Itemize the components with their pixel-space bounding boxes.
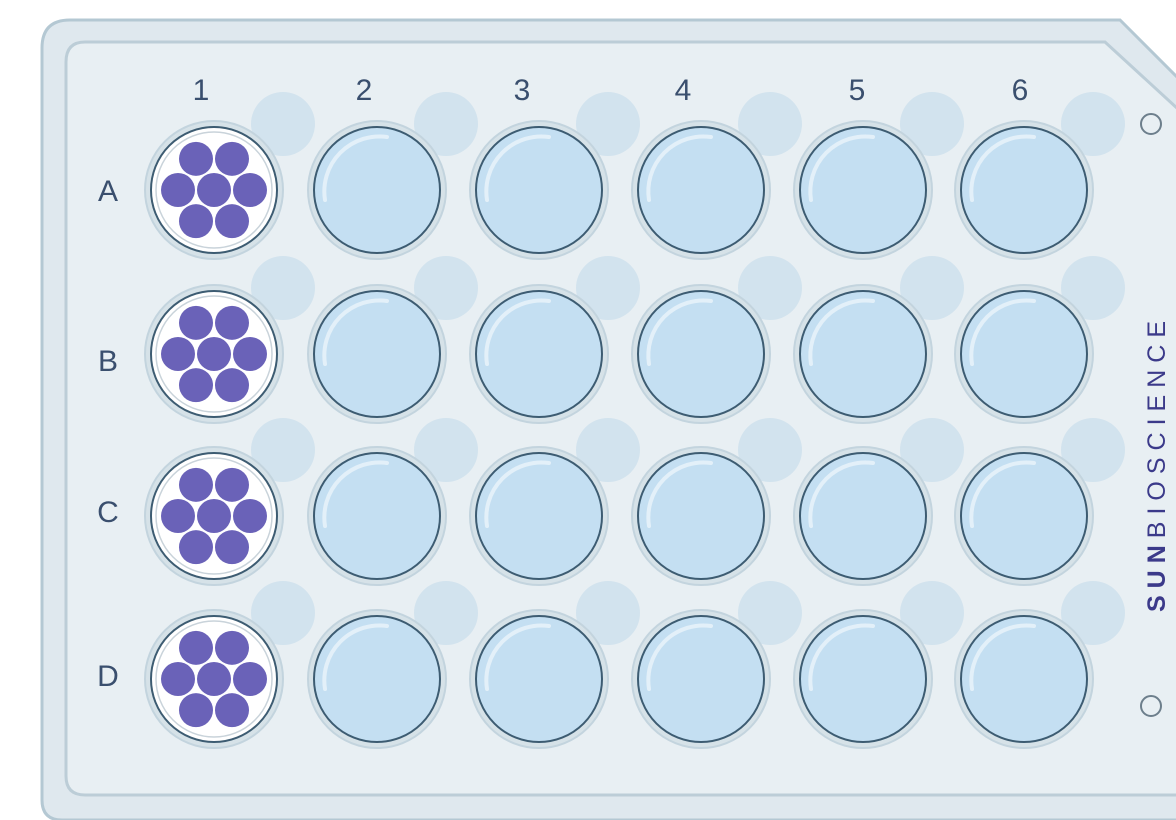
well-c1-insert-5 <box>179 468 213 502</box>
well-a3-liquid <box>476 127 602 253</box>
well-b1-insert-7 <box>179 368 213 402</box>
well-d3-liquid <box>476 616 602 742</box>
well-a1-insert-4 <box>215 142 249 176</box>
well-a6-liquid <box>961 127 1087 253</box>
well-d1-insert-1 <box>197 662 231 696</box>
well-a1-insert-7 <box>179 204 213 238</box>
well-c2-liquid <box>314 453 440 579</box>
well-c6[interactable] <box>955 447 1093 585</box>
column-label-5: 5 <box>849 74 866 107</box>
well-c1[interactable] <box>145 447 283 585</box>
well-a3[interactable] <box>470 121 608 259</box>
well-d1-insert-2 <box>233 662 267 696</box>
well-b4[interactable] <box>632 285 770 423</box>
well-b1-insert-6 <box>215 368 249 402</box>
well-d1-insert-7 <box>179 693 213 727</box>
well-a2-liquid <box>314 127 440 253</box>
column-label-3: 3 <box>514 74 531 107</box>
well-b2[interactable] <box>308 285 446 423</box>
well-b1-insert-1 <box>197 337 231 371</box>
row-label-d: D <box>97 660 119 693</box>
well-a5[interactable] <box>794 121 932 259</box>
well-d1[interactable] <box>145 610 283 748</box>
well-d1-insert-5 <box>179 631 213 665</box>
column-label-6: 6 <box>1012 74 1029 107</box>
well-b2-liquid <box>314 291 440 417</box>
well-a1[interactable] <box>145 121 283 259</box>
well-d5-liquid <box>800 616 926 742</box>
column-label-1: 1 <box>193 74 210 107</box>
well-b1[interactable] <box>145 285 283 423</box>
well-c4-liquid <box>638 453 764 579</box>
well-c1-insert-7 <box>179 530 213 564</box>
column-label-2: 2 <box>356 74 373 107</box>
well-a2[interactable] <box>308 121 446 259</box>
well-a5-liquid <box>800 127 926 253</box>
well-d4-liquid <box>638 616 764 742</box>
well-d3[interactable] <box>470 610 608 748</box>
well-d1-insert-3 <box>161 662 195 696</box>
well-a1-insert-2 <box>233 173 267 207</box>
row-label-a: A <box>98 175 118 208</box>
well-c1-insert-6 <box>215 530 249 564</box>
well-a4[interactable] <box>632 121 770 259</box>
well-b5[interactable] <box>794 285 932 423</box>
well-a4-liquid <box>638 127 764 253</box>
well-d6-liquid <box>961 616 1087 742</box>
well-c3[interactable] <box>470 447 608 585</box>
brand-logo-text: SUNBIOSCIENCE <box>1143 314 1171 612</box>
well-b1-insert-4 <box>215 306 249 340</box>
well-d2[interactable] <box>308 610 446 748</box>
well-b4-liquid <box>638 291 764 417</box>
well-d4[interactable] <box>632 610 770 748</box>
well-d1-insert-6 <box>215 693 249 727</box>
well-b1-insert-2 <box>233 337 267 371</box>
brand-light: BIOSCIENCE <box>1143 314 1171 538</box>
well-b3[interactable] <box>470 285 608 423</box>
well-c4[interactable] <box>632 447 770 585</box>
row-label-b: B <box>98 345 118 378</box>
row-label-c: C <box>97 496 119 529</box>
well-c3-liquid <box>476 453 602 579</box>
well-c5[interactable] <box>794 447 932 585</box>
well-c1-insert-3 <box>161 499 195 533</box>
well-c2[interactable] <box>308 447 446 585</box>
well-b5-liquid <box>800 291 926 417</box>
well-b6-liquid <box>961 291 1087 417</box>
well-a1-insert-5 <box>179 142 213 176</box>
well-c1-insert-1 <box>197 499 231 533</box>
well-d6[interactable] <box>955 610 1093 748</box>
well-b3-liquid <box>476 291 602 417</box>
well-c1-insert-4 <box>215 468 249 502</box>
column-label-4: 4 <box>675 74 692 107</box>
brand-bold: SUN <box>1143 538 1171 612</box>
well-c5-liquid <box>800 453 926 579</box>
well-a1-insert-6 <box>215 204 249 238</box>
well-d2-liquid <box>314 616 440 742</box>
well-b1-insert-5 <box>179 306 213 340</box>
well-c1-insert-2 <box>233 499 267 533</box>
well-c6-liquid <box>961 453 1087 579</box>
well-b6[interactable] <box>955 285 1093 423</box>
well-a6[interactable] <box>955 121 1093 259</box>
well-d1-insert-4 <box>215 631 249 665</box>
well-d5[interactable] <box>794 610 932 748</box>
well-b1-insert-3 <box>161 337 195 371</box>
well-a1-insert-1 <box>197 173 231 207</box>
well-a1-insert-3 <box>161 173 195 207</box>
